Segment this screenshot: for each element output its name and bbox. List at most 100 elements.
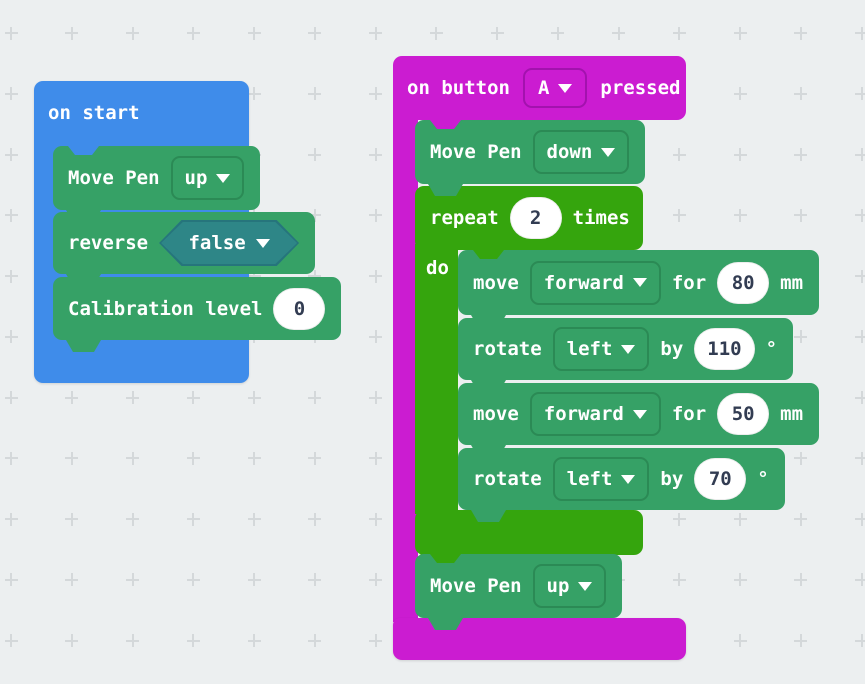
on-start-label: on start [48,102,140,124]
repeat-block-arm[interactable] [415,244,458,514]
grid-plus-icon [794,148,808,161]
grid-plus-icon [4,573,18,587]
grid-plus-icon [369,451,382,465]
grid-plus-icon [855,148,865,161]
grid-plus-icon [855,451,865,465]
grid-plus-icon [186,391,200,404]
direction-dropdown[interactable]: forward [530,392,661,436]
grid-plus-icon [4,87,18,101]
grid-plus-icon [369,330,382,344]
grid-plus-icon [855,634,865,647]
direction-value: left [566,338,613,360]
unit-label: ° [765,338,778,360]
direction-dropdown[interactable]: left [553,327,650,371]
calibration-label: Calibration level [68,297,263,320]
grid-plus-icon [733,26,747,40]
angle-input[interactable]: 110 [694,328,754,370]
dropdown-arrow-icon [621,345,635,354]
direction-value: forward [543,271,624,294]
pressed-label: pressed [600,77,681,99]
pen-position-value: up [546,575,570,597]
distance-input[interactable]: 50 [717,393,769,435]
dropdown-arrow-icon [558,84,572,93]
grid-plus-icon [308,269,322,283]
move-forward-block[interactable]: move forward for 80 mm [458,250,819,327]
repeat-block-header[interactable]: repeat 2 times [415,186,643,262]
do-label: do [426,257,449,279]
reverse-block[interactable]: reverse false [53,212,315,286]
grid-plus-icon [794,87,808,101]
grid-plus-icon [4,634,18,647]
unit-label: ° [757,468,769,490]
grid-plus-icon [247,512,261,526]
rotate-label: rotate [473,468,542,490]
grid-plus-icon [247,634,261,647]
unit-label: mm [780,403,804,425]
move-label: move [473,403,519,425]
pen-position-dropdown[interactable]: up [533,564,607,608]
move-pen-down-block[interactable]: Move Pen down [415,120,645,196]
grid-plus-icon [369,87,382,101]
grid-plus-icon [672,26,686,40]
grid-plus-icon [308,26,322,40]
grid-plus-icon [126,391,139,404]
grid-plus-icon [672,208,686,222]
direction-value: left [566,468,613,490]
calibration-value-input[interactable]: 0 [273,288,325,330]
grid-plus-icon [126,26,139,40]
grid-plus-icon [794,26,808,40]
pen-position-dropdown[interactable]: up [171,156,245,200]
dropdown-arrow-icon [216,174,230,183]
repeat-count-input[interactable]: 2 [510,197,562,239]
move-pen-up-block-left[interactable]: Move Pen up [53,146,260,222]
grid-plus-icon [247,451,261,465]
grid-plus-icon [308,573,322,587]
on-button-pressed-block[interactable]: on button A pressed [393,56,686,132]
grid-plus-icon [672,148,686,161]
move-pen-up-block-right[interactable]: Move Pen up [415,554,622,630]
grid-plus-icon [369,573,382,587]
rotate-block[interactable]: rotate left by 110 ° [458,318,793,392]
grid-plus-icon [247,87,261,101]
on-button-label: on button [407,77,510,99]
direction-dropdown[interactable]: left [553,457,650,501]
calibration-level-block[interactable]: Calibration level 0 [53,277,341,352]
grid-plus-icon [429,26,443,40]
grid-plus-icon [369,148,382,161]
move-forward-block[interactable]: move forward for 50 mm [458,383,819,457]
move-pen-label: Move Pen [430,575,522,597]
dropdown-arrow-icon [633,410,647,419]
grid-plus-icon [369,634,382,647]
rotate-block[interactable]: rotate left by 70 ° [458,448,785,522]
grid-plus-icon [4,208,18,222]
grid-plus-icon [672,573,686,587]
grid-plus-icon [551,26,565,40]
grid-plus-icon [126,512,139,526]
angle-input[interactable]: 70 [694,458,746,500]
grid-plus-icon [794,573,808,587]
pen-position-dropdown[interactable]: down [533,130,630,174]
grid-plus-icon [794,512,808,526]
grid-plus-icon [794,330,808,344]
pen-position-value: up [184,167,208,189]
grid-plus-icon [855,208,865,222]
grid-plus-icon [247,26,261,40]
grid-plus-icon [855,512,865,526]
button-dropdown[interactable]: A [523,68,587,108]
grid-plus-icon [855,330,865,344]
reverse-boolean-dropdown[interactable]: false [159,220,299,266]
grid-plus-icon [369,391,382,404]
grid-plus-icon [855,391,865,404]
grid-plus-icon [733,634,747,647]
grid-plus-icon [308,87,322,101]
grid-plus-icon [186,512,200,526]
grid-plus-icon [247,269,261,283]
distance-input[interactable]: 80 [717,262,769,304]
rotate-label: rotate [473,338,542,360]
on-button-block-spine[interactable] [393,110,418,622]
grid-plus-icon [186,451,200,465]
direction-dropdown[interactable]: forward [530,261,661,305]
for-label: for [671,271,707,294]
grid-plus-icon [612,26,625,40]
